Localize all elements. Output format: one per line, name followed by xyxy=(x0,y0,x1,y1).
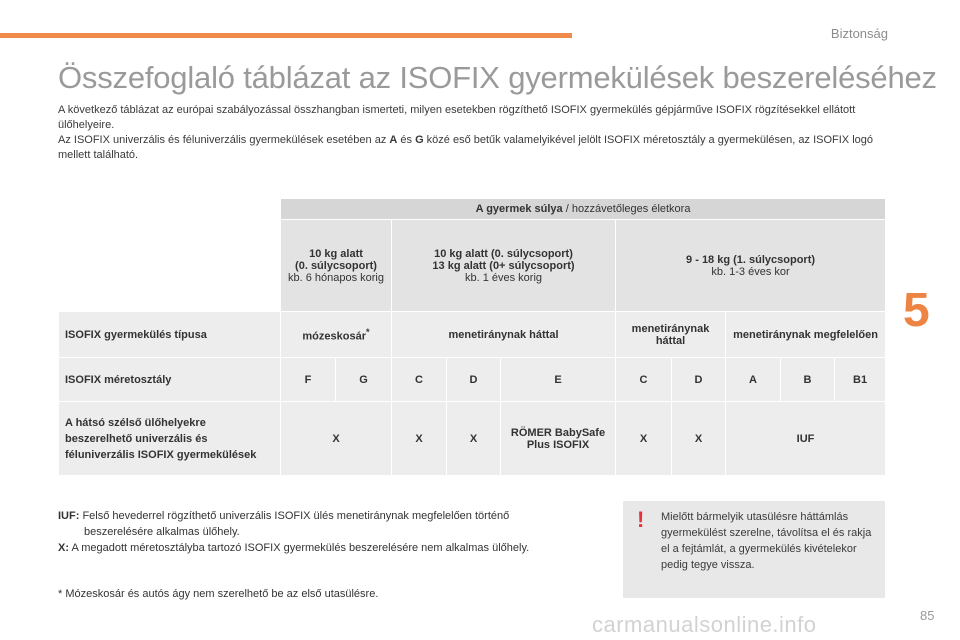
weight-group-title: 10 kg alatt xyxy=(309,247,363,260)
weight-group-subtitle: (0. súlycsoport) xyxy=(295,259,377,272)
intro-paragraph-2: Az ISOFIX univerzális és féluniverzális … xyxy=(58,133,888,163)
size-class-cell: F xyxy=(280,357,336,402)
size-class-cell: C xyxy=(391,357,447,402)
section-name: Biztonság xyxy=(830,26,888,41)
weight-header-bold: A gyermek súlya xyxy=(475,203,563,215)
legend-iuf-continued: beszerelésére alkalmas ülőhely. xyxy=(84,526,240,538)
suitability-cell: X xyxy=(391,401,447,476)
suitability-cell: X xyxy=(446,401,501,476)
type-rear-facing-1: menetiránynak háttal xyxy=(615,311,726,358)
weight-header-rest: / hozzávetőleges életkora xyxy=(562,203,691,215)
weight-group-1: 9 - 18 kg (1. súlycsoport)kb. 1-3 éves k… xyxy=(614,219,887,312)
intro-class-a: A xyxy=(389,134,398,146)
row-label-seat-type: ISOFIX gyermekülés típusa xyxy=(58,311,281,358)
suitability-cell: X xyxy=(280,401,392,476)
weight-group-title: 9 - 18 kg (1. súlycsoport) xyxy=(686,253,816,266)
size-class-cell: E xyxy=(500,357,616,402)
intro-text-part: Az ISOFIX univerzális és féluniverzális … xyxy=(58,134,390,146)
legend-key: X: xyxy=(58,542,69,554)
warning-exclamation-icon: ! xyxy=(637,507,645,532)
intro-text-part: és xyxy=(397,134,416,146)
table-corner xyxy=(58,198,281,220)
legend-text: A megadott méretosztályba tartozó ISOFIX… xyxy=(69,542,530,554)
suitability-cell: X xyxy=(615,401,672,476)
type-carrycot-label: mózeskosár xyxy=(302,330,366,343)
size-class-cell: D xyxy=(671,357,726,402)
size-class-cell: D xyxy=(446,357,501,402)
row-label-rear-outer-seats: A hátsó szélső ülőhelyekre beszerelhető … xyxy=(58,401,281,476)
warning-note: ! Mielőtt bármelyik utasülésre háttámlás… xyxy=(623,501,885,598)
size-class-cell: G xyxy=(335,357,392,402)
suitability-cell-romer: RÖMER BabySafe Plus ISOFIX xyxy=(500,401,616,476)
weight-group-subtitle: 13 kg alatt (0+ súlycsoport) xyxy=(432,259,575,272)
intro-text: A következő táblázat az európai szabályo… xyxy=(58,103,888,163)
row-label-size-class: ISOFIX méretosztály xyxy=(58,357,281,402)
table-corner xyxy=(58,219,281,312)
page-title: Összefoglaló táblázat az ISOFIX gyermekü… xyxy=(58,60,937,95)
intro-class-g: G xyxy=(415,134,424,146)
weight-group-0plus: 10 kg alatt (0. súlycsoport)13 kg alatt … xyxy=(391,219,616,312)
suitability-cell: X xyxy=(671,401,726,476)
size-class-cell: A xyxy=(725,357,781,402)
type-rear-facing-0: menetiránynak háttal xyxy=(391,311,616,358)
type-carrycot: mózeskosár* xyxy=(280,311,392,358)
weight-header: A gyermek súlya / hozzávetőleges életkor… xyxy=(279,198,887,220)
legend: IUF: Felső hevederrel rögzíthető univerz… xyxy=(58,508,618,556)
intro-paragraph-1: A következő táblázat az európai szabályo… xyxy=(58,104,856,131)
weight-group-age: kb. 1-3 éves kor xyxy=(711,265,790,278)
chapter-number: 5 xyxy=(903,284,930,337)
legend-key: IUF: xyxy=(58,510,80,522)
intro-text-part: közé eső betűk valamelyikével jelölt ISO… xyxy=(58,134,873,161)
size-class-cell: B1 xyxy=(833,357,887,402)
footnote-marker: * xyxy=(366,326,370,337)
warning-note-text: Mielőtt bármelyik utasülésre háttámlás g… xyxy=(661,511,872,571)
page-number: 85 xyxy=(920,608,935,623)
legend-x: X: A megadott méretosztályba tartozó ISO… xyxy=(58,540,618,556)
footnote: * Mózeskosár és autós ágy nem szerelhető… xyxy=(58,588,379,600)
accent-bar xyxy=(0,33,572,38)
type-forward-facing: menetiránynak megfelelően xyxy=(724,311,887,358)
weight-group-title: 10 kg alatt (0. súlycsoport) xyxy=(434,247,573,260)
size-class-cell: C xyxy=(615,357,672,402)
legend-text: Felső hevederrel rögzíthető univerzális … xyxy=(79,510,510,522)
weight-group-age: kb. 6 hónapos korig xyxy=(287,271,384,284)
weight-group-0: 10 kg alatt(0. súlycsoport)kb. 6 hónapos… xyxy=(280,219,392,312)
size-class-cell: B xyxy=(780,357,835,402)
watermark: carmanualsonline.info xyxy=(592,612,817,637)
weight-group-age: kb. 1 éves korig xyxy=(464,271,543,284)
isofix-summary-table: A gyermek súlya / hozzávetőleges életkor… xyxy=(58,198,887,476)
legend-iuf: IUF: Felső hevederrel rögzíthető univerz… xyxy=(58,508,618,524)
suitability-cell-iuf: IUF xyxy=(724,401,887,476)
